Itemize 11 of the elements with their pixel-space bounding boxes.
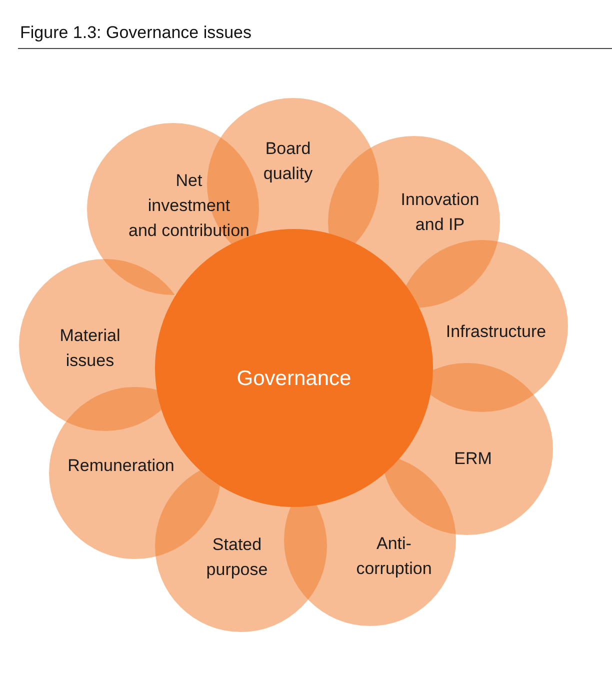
circle-label: Innovation and IP (400, 189, 480, 236)
circle-label: Anti-corruption (355, 533, 433, 580)
circle-label: Board quality (262, 138, 314, 185)
hub-label: Governance (236, 366, 352, 392)
circle-label: Net investment and contribution (128, 170, 250, 242)
circle-label: Material issues (58, 325, 122, 372)
circle-label: Infrastructure (444, 320, 548, 342)
circle-label: ERM (453, 448, 493, 470)
circle-label: Stated purpose (205, 534, 269, 581)
circle-label: Remuneration (66, 454, 176, 476)
figure-title: Figure 1.3: Governance issues (20, 23, 252, 43)
